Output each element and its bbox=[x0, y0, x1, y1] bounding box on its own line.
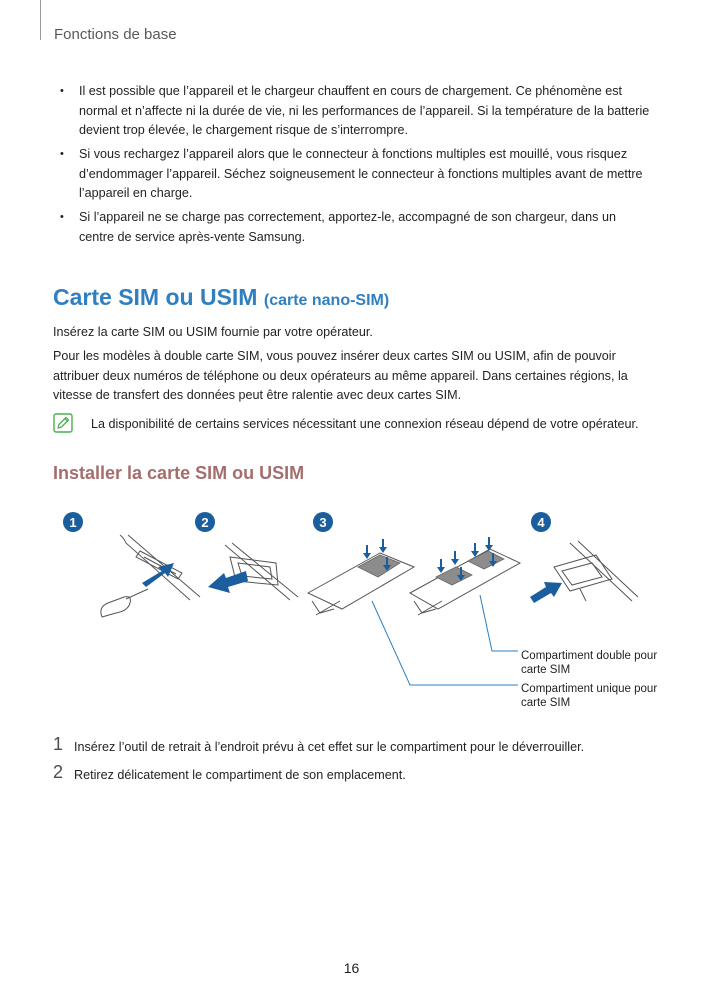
dual-sim-cards bbox=[435, 550, 505, 586]
single-sim-card bbox=[357, 554, 401, 578]
step-item: 2 Retirez délicatement le compartiment de… bbox=[53, 762, 653, 785]
step-marker-3: 3 bbox=[313, 512, 333, 532]
card-insert-arrows-dual bbox=[437, 537, 497, 581]
sim-install-illustration: 1 2 3 4 bbox=[63, 512, 639, 686]
callout-leader-double bbox=[479, 594, 518, 652]
single-sim-tray bbox=[306, 552, 416, 616]
bullet-item: • Si l’appareil ne se charge pas correcte… bbox=[60, 208, 650, 247]
install-steps: 1 Insérez l’outil de retrait à l’endroit … bbox=[53, 734, 653, 794]
bullet-text: Si l’appareil ne se charge pas correctem… bbox=[79, 210, 616, 244]
note-box: La disponibilité de certains services né… bbox=[53, 413, 653, 437]
callout-leader-single bbox=[371, 600, 518, 686]
dual-sim-tray bbox=[408, 548, 522, 616]
page-number: 16 bbox=[343, 960, 360, 976]
bullet-list: • Il est possible que l’appareil et le ch… bbox=[60, 82, 650, 252]
ejection-pin-icon bbox=[100, 588, 149, 618]
section-title-sub: (carte nano-SIM) bbox=[263, 292, 390, 309]
bullet-dot-icon: • bbox=[60, 148, 64, 160]
remove-arrow-icon bbox=[208, 571, 248, 593]
header-rule bbox=[40, 0, 41, 40]
bullet-item: • Si vous rechargez l’appareil alors que … bbox=[60, 145, 650, 204]
step-marker-2: 2 bbox=[195, 512, 215, 532]
callout-single-tray: Compartiment unique pour carte SIM bbox=[521, 683, 658, 709]
svg-text:1: 1 bbox=[69, 515, 76, 530]
step-number: 2 bbox=[53, 762, 64, 782]
bullet-text: Si vous rechargez l’appareil alors que l… bbox=[79, 147, 643, 200]
step-marker-1: 1 bbox=[63, 512, 83, 532]
svg-text:3: 3 bbox=[319, 515, 326, 530]
device-edge-panel-2 bbox=[224, 542, 299, 601]
bullet-text: Il est possible que l’appareil et le cha… bbox=[79, 84, 650, 137]
running-header: Fonctions de base bbox=[54, 26, 177, 43]
step-text: Insérez l’outil de retrait à l’endroit p… bbox=[74, 740, 585, 754]
svg-text:2: 2 bbox=[201, 515, 208, 530]
intro-paragraph: Insérez la carte SIM ou USIM fournie par… bbox=[53, 325, 373, 339]
step-text: Retirez délicatement le compartiment de … bbox=[74, 768, 406, 782]
svg-text:4: 4 bbox=[537, 515, 545, 530]
bullet-dot-icon: • bbox=[60, 85, 64, 97]
section-title: Carte SIM ou USIM (carte nano-SIM) bbox=[53, 284, 389, 311]
device-edge-panel-4 bbox=[553, 540, 639, 602]
step-marker-4: 4 bbox=[531, 512, 551, 532]
section-title-main: Carte SIM ou USIM bbox=[53, 284, 258, 310]
insert-arrow-icon bbox=[142, 563, 174, 587]
callout-double-tray: Compartiment double pour carte SIM bbox=[521, 650, 658, 676]
bullet-item: • Il est possible que l’appareil et le ch… bbox=[60, 82, 650, 141]
sim-install-figure: 1 2 3 4 bbox=[40, 505, 670, 725]
note-text: La disponibilité de certains services né… bbox=[91, 417, 639, 431]
card-insert-arrows-single bbox=[363, 539, 391, 571]
bullet-dot-icon: • bbox=[60, 211, 64, 223]
dual-sim-paragraph: Pour les modèles à double carte SIM, vou… bbox=[53, 349, 628, 402]
note-pencil-icon bbox=[53, 413, 73, 433]
step-item: 1 Insérez l’outil de retrait à l’endroit … bbox=[53, 734, 653, 757]
step-number: 1 bbox=[53, 734, 64, 754]
reinsert-arrow-icon bbox=[530, 582, 562, 603]
subsection-title: Installer la carte SIM ou USIM bbox=[53, 463, 305, 483]
